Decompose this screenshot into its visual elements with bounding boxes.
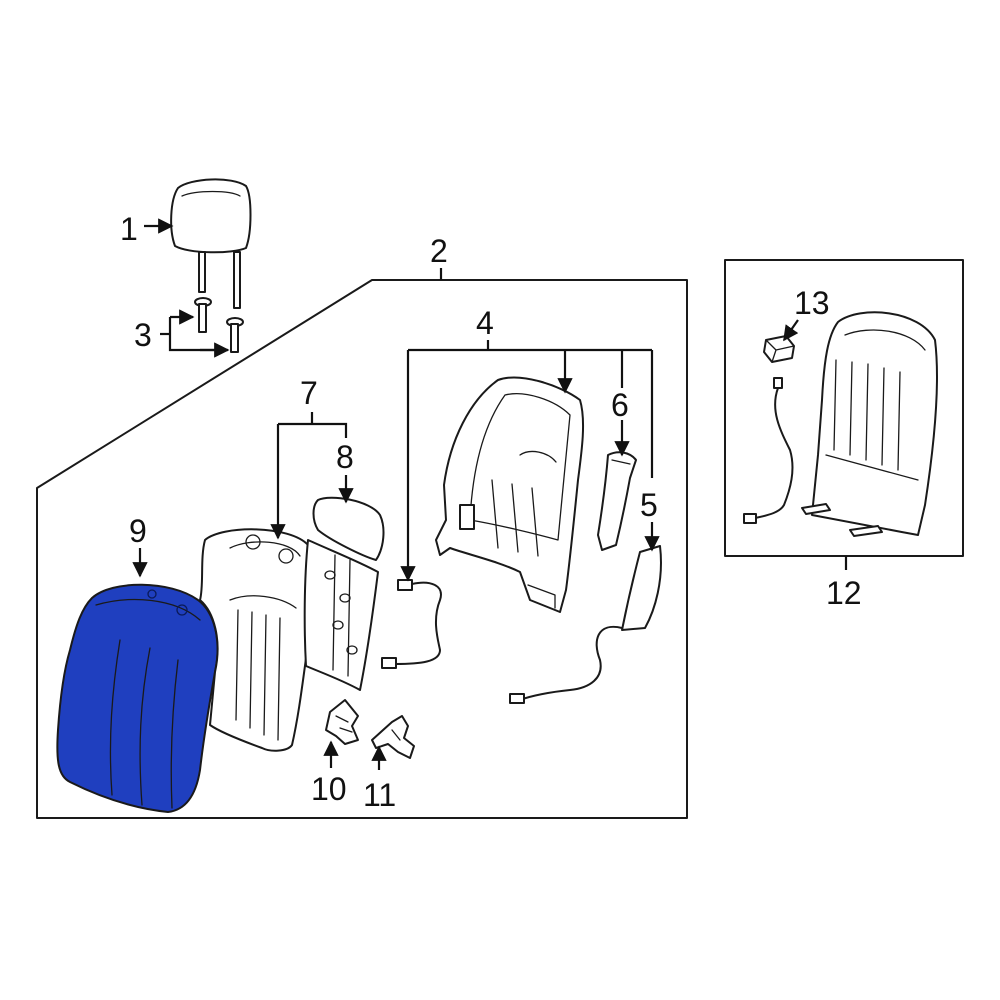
- leader-4-bar: [408, 340, 652, 352]
- back-panel-part[interactable]: [303, 496, 385, 691]
- callout-8: 8: [336, 439, 354, 475]
- assembly-box-frame: [36, 279, 688, 819]
- side-airbag-part[interactable]: [509, 545, 662, 704]
- callout-3: 3: [134, 317, 152, 353]
- heated-seat-element-part[interactable]: [801, 311, 938, 537]
- callout-2: 2: [430, 233, 448, 269]
- callout-4: 4: [476, 305, 494, 341]
- callout-1: 1: [120, 211, 138, 247]
- seat-back-pad-part[interactable]: [199, 528, 318, 752]
- inset-box-frame: [724, 259, 964, 557]
- callout-9: 9: [129, 513, 147, 549]
- heater-harness-part[interactable]: [743, 377, 794, 524]
- seat-back-cover-part[interactable]: [56, 583, 219, 813]
- leader-3-bracket: [168, 317, 222, 352]
- clip-part-10[interactable]: [325, 699, 359, 745]
- callout-12: 12: [826, 575, 862, 611]
- callout-13: 13: [794, 285, 830, 321]
- seat-back-frame-part[interactable]: [435, 376, 585, 613]
- callout-7: 7: [300, 375, 318, 411]
- leader-7-bar: [278, 412, 348, 438]
- clip-part-11[interactable]: [371, 715, 415, 759]
- callout-6: 6: [611, 387, 629, 423]
- wire-harness-part[interactable]: [381, 579, 442, 669]
- headrest-part[interactable]: [170, 178, 252, 309]
- callout-10: 10: [311, 771, 347, 807]
- leader-13-arrow: [783, 319, 799, 342]
- heater-module-part[interactable]: [763, 335, 795, 363]
- headrest-guide-part[interactable]: [194, 297, 244, 353]
- callout-11: 11: [363, 777, 396, 813]
- callout-5: 5: [640, 487, 658, 523]
- side-bolster-part[interactable]: [597, 451, 637, 551]
